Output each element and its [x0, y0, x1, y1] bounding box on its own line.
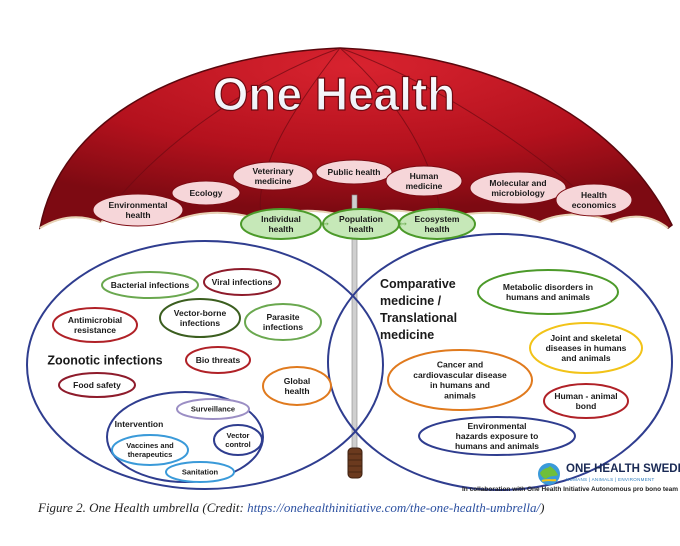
comparative-circle	[327, 233, 673, 491]
canopy-public-health-text: Public health	[328, 167, 381, 177]
intervention-sanitation: Sanitation	[165, 461, 235, 483]
zoonotic-bacterial-infections: Bacterial infections	[101, 271, 199, 299]
zoonotic-bio-threats: Bio threats	[185, 346, 251, 374]
umbrella-handle	[347, 447, 363, 479]
zoonotic-bacterial-infections-text: Bacterial infections	[111, 280, 190, 290]
intervention-heading: Intervention	[115, 419, 164, 429]
zoonotic-food-safety-text: Food safety	[73, 380, 121, 390]
intervention-surveillance-text: Surveillance	[191, 405, 235, 414]
brand-tagline: HUMANS | ANIMALS | ENVIRONMENT	[566, 477, 655, 482]
globe-icon	[538, 463, 560, 485]
zoonotic-circle	[26, 240, 384, 490]
canopy-public-health: Public health	[315, 159, 393, 185]
caption-link[interactable]: https://onehealthinitiative.com/the-one-…	[247, 500, 541, 515]
diagram-title: One Health	[213, 68, 456, 120]
canopy-ribs	[99, 47, 613, 223]
intervention-heading-text: Intervention	[115, 419, 164, 429]
figure-caption: Figure 2. One Health umbrella (Credit: h…	[38, 500, 678, 516]
zoonotic-viral-infections: Viral infections	[203, 268, 281, 296]
zoonotic-heading-text: Zoonotic infections	[47, 353, 162, 367]
brand-name: ONE HEALTH SWEDEN	[566, 463, 680, 475]
zoonotic-viral-infections-text: Viral infections	[212, 277, 273, 287]
zoonotic-heading: Zoonotic infections	[47, 353, 162, 367]
canopy-ecology-text: Ecology	[189, 188, 222, 198]
double-arrow-icon: ⇔	[397, 216, 409, 230]
canopy-ecology: Ecology	[171, 180, 241, 206]
one-health-sweden-logo: ONE HEALTH SWEDEN HUMANS | ANIMALS | ENV…	[536, 461, 680, 487]
zoonotic-bio-threats-text: Bio threats	[196, 355, 241, 365]
zoonotic-food-safety: Food safety	[58, 372, 136, 398]
collaboration-note: In collaboration with One Health Initiat…	[462, 486, 679, 493]
double-arrow-icon: ⇔	[319, 216, 331, 230]
caption-suffix: )	[540, 500, 545, 515]
caption-prefix: Figure 2. One Health umbrella (Credit:	[38, 500, 248, 515]
intervention-surveillance: Surveillance	[176, 398, 250, 420]
intervention-sanitation-text: Sanitation	[182, 468, 219, 477]
